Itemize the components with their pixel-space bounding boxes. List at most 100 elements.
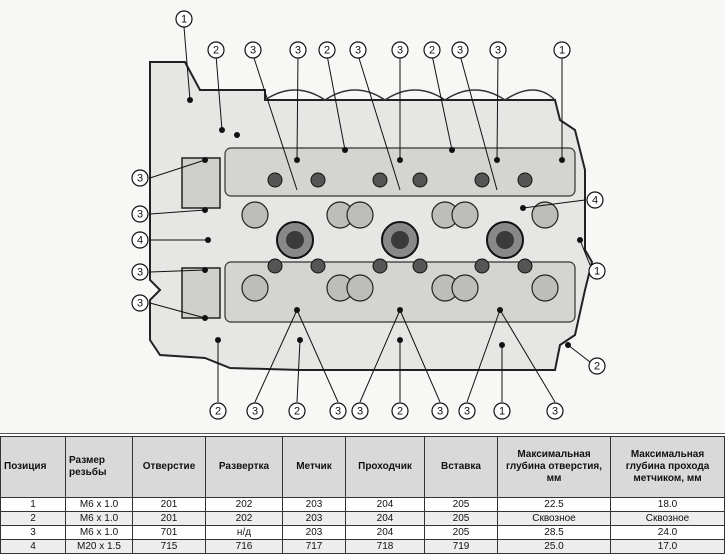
callout-3: 3 xyxy=(451,41,469,59)
callout-3: 3 xyxy=(546,402,564,420)
leader-lines xyxy=(149,26,591,403)
table-header-row: Позиция Размер резьбы Отверстие Развертк… xyxy=(0,436,725,498)
callout-label: 3 xyxy=(457,45,463,57)
callout-3: 3 xyxy=(431,402,449,420)
table-cell: 205 xyxy=(424,511,498,526)
callout-circle xyxy=(131,169,149,187)
table-cell: 718 xyxy=(345,539,425,554)
callout-label: 3 xyxy=(464,406,470,418)
callout-circle xyxy=(546,402,564,420)
callout-3: 3 xyxy=(329,402,347,420)
callout-2: 2 xyxy=(318,41,336,59)
callout-3: 3 xyxy=(489,41,507,59)
callout-3: 3 xyxy=(351,402,369,420)
table-cell: 203 xyxy=(282,511,346,526)
callout-3: 3 xyxy=(131,169,149,187)
callout-circle xyxy=(423,41,441,59)
callout-label: 3 xyxy=(355,45,361,57)
callout-1: 1 xyxy=(553,41,571,59)
table-cell: 201 xyxy=(132,511,206,526)
callout-circle xyxy=(175,10,193,28)
callout-label: 1 xyxy=(594,266,600,278)
callout-circle xyxy=(391,41,409,59)
callout-circle xyxy=(451,41,469,59)
callout-circle xyxy=(351,402,369,420)
callout-circle xyxy=(246,402,264,420)
callout-3: 3 xyxy=(289,41,307,59)
callout-3: 3 xyxy=(131,294,149,312)
table-cell: 205 xyxy=(424,525,498,540)
table-cell: 28.5 xyxy=(497,525,611,540)
callout-2: 2 xyxy=(288,402,306,420)
callout-circle xyxy=(318,41,336,59)
table-cell: 201 xyxy=(132,497,206,512)
callout-2: 2 xyxy=(423,41,441,59)
callout-label: 3 xyxy=(137,209,143,221)
callout-label: 3 xyxy=(137,267,143,279)
callout-4: 4 xyxy=(131,231,149,249)
callout-label: 3 xyxy=(397,45,403,57)
lower-rail xyxy=(224,261,576,323)
callout-circle xyxy=(288,402,306,420)
callout-3: 3 xyxy=(391,41,409,59)
table-cell: M6 x 1.0 xyxy=(65,525,133,540)
callout-circle xyxy=(588,357,606,375)
table-cell: 202 xyxy=(205,511,283,526)
callout-label: 2 xyxy=(429,45,435,57)
callout-circle xyxy=(131,231,149,249)
callout-circle xyxy=(209,402,227,420)
callout-2: 2 xyxy=(209,402,227,420)
table-cell: 22.5 xyxy=(497,497,611,512)
callout-3: 3 xyxy=(244,41,262,59)
table-cell: 716 xyxy=(205,539,283,554)
table-cell: 204 xyxy=(345,525,425,540)
callout-3: 3 xyxy=(458,402,476,420)
table-cell: 2 xyxy=(0,511,66,526)
callout-circle xyxy=(244,41,262,59)
valve-seats xyxy=(241,201,559,302)
callout-1: 1 xyxy=(175,10,193,28)
callout-label: 2 xyxy=(294,406,300,418)
callout-circle xyxy=(458,402,476,420)
callout-circle xyxy=(493,402,511,420)
callout-circle xyxy=(553,41,571,59)
callout-label: 3 xyxy=(250,45,256,57)
callout-1: 1 xyxy=(493,402,511,420)
table-cell: 24.0 xyxy=(610,525,725,540)
header-passer: Проходчик xyxy=(345,436,425,498)
callout-circle xyxy=(289,41,307,59)
callout-circle xyxy=(586,191,604,209)
table-cell: 203 xyxy=(282,525,346,540)
port-block-upper xyxy=(181,157,221,209)
callout-label: 1 xyxy=(559,45,565,57)
callout-1: 1 xyxy=(588,262,606,280)
table-cell: 203 xyxy=(282,497,346,512)
callout-circle xyxy=(207,41,225,59)
callout-2: 2 xyxy=(588,357,606,375)
header-max-hole-depth: Максимальная глубина отверстия, мм xyxy=(497,436,611,498)
callout-circle xyxy=(131,294,149,312)
callout-circle xyxy=(588,262,606,280)
port-block-lower xyxy=(181,267,221,319)
table-cell: 701 xyxy=(132,525,206,540)
callout-label: 3 xyxy=(137,173,143,185)
callout-label: 2 xyxy=(397,406,403,418)
callout-label: 2 xyxy=(594,361,600,373)
callout-circle xyxy=(131,263,149,281)
callout-4: 4 xyxy=(586,191,604,209)
callout-circle xyxy=(349,41,367,59)
callout-circle xyxy=(431,402,449,420)
table-cell: M6 x 1.0 xyxy=(65,497,133,512)
callout-3: 3 xyxy=(349,41,367,59)
callout-3: 3 xyxy=(131,263,149,281)
callout-label: 3 xyxy=(437,406,443,418)
bolt-holes xyxy=(267,172,533,274)
callout-label: 3 xyxy=(357,406,363,418)
table-cell: 1 xyxy=(0,497,66,512)
callout-label: 4 xyxy=(592,195,598,207)
